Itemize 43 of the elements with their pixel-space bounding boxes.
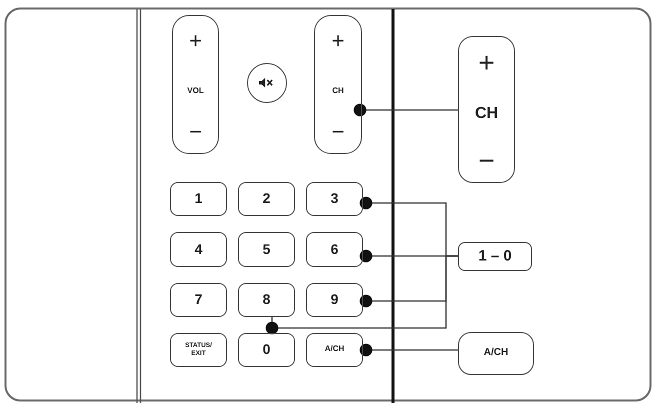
key-label: 1 (194, 191, 202, 206)
key-label: 1 – 0 (478, 248, 512, 264)
key-label: VOL (187, 87, 204, 95)
mute-key (247, 63, 287, 103)
number-key (238, 182, 295, 216)
key-label: 5 (262, 242, 270, 256)
number-range-callout (458, 242, 532, 271)
key-label: 7 (194, 292, 202, 306)
key-label: 4 (194, 242, 202, 256)
channel-rocker (314, 15, 362, 154)
number-key (170, 182, 227, 216)
plus-label: + (189, 30, 202, 52)
number-key (306, 283, 363, 317)
key-label: 9 (330, 292, 338, 306)
key-label: A/CH (484, 348, 508, 358)
key-label: 6 (330, 242, 338, 256)
number-key (238, 283, 295, 317)
key-label: 2 (262, 191, 270, 206)
minus-label: − (189, 121, 202, 143)
volume-rocker (172, 15, 219, 154)
key-label: CH (474, 106, 498, 122)
key-label: 3 (330, 191, 338, 206)
key-label: A/CH (324, 345, 344, 354)
minus-label: − (332, 121, 344, 143)
number-key (170, 232, 227, 267)
channel-rocker-callout (458, 36, 515, 183)
plus-label: + (478, 49, 495, 77)
minus-label: − (478, 147, 495, 175)
status-exit-key (170, 333, 227, 367)
key-label: CH (332, 87, 344, 95)
leader-line (354, 104, 458, 116)
key-label: 0 (262, 342, 270, 356)
number-key (306, 232, 363, 267)
key-label: 8 (262, 292, 270, 306)
number-key (170, 283, 227, 317)
alternate-channel-callout (458, 332, 534, 375)
leader-line (360, 344, 458, 356)
alternate-channel-key (306, 333, 363, 367)
number-key (306, 182, 363, 216)
number-key (238, 232, 295, 267)
leader-line (266, 255, 458, 334)
plus-label: + (332, 30, 344, 52)
number-key (238, 333, 295, 367)
